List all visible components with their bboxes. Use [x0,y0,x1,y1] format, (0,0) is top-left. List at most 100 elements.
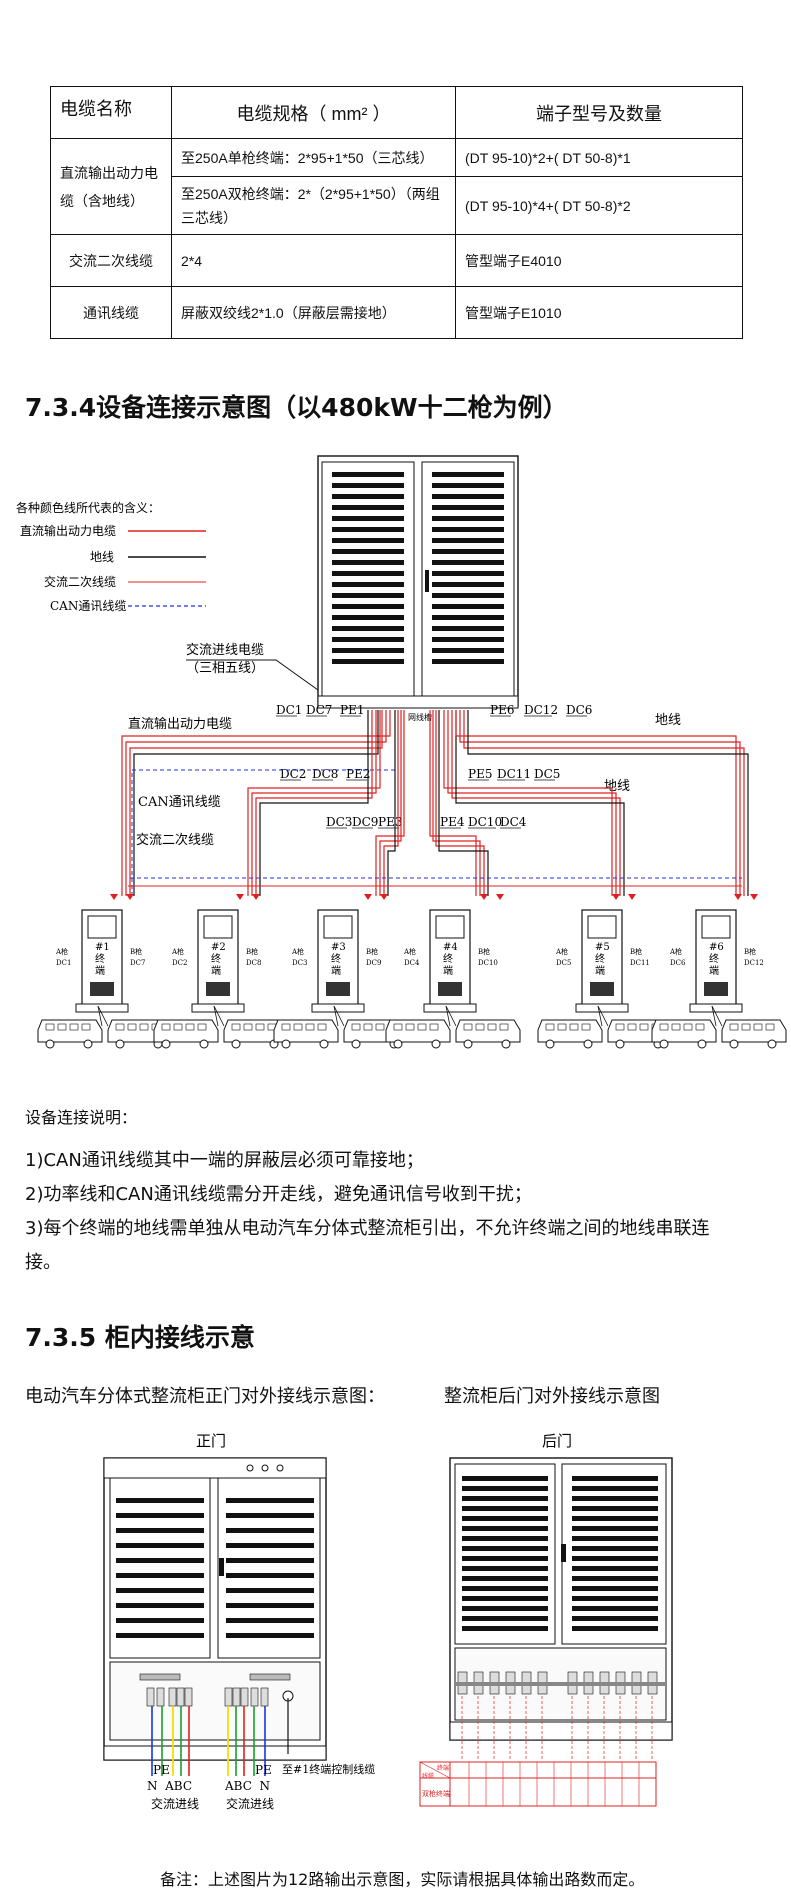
front-wires-left-letters: N ABC [147,1779,192,1793]
terminal-name: 端 [709,964,719,977]
bus-wheel [431,1039,441,1049]
drop-arrow [612,894,620,900]
bus-outline [455,1019,521,1043]
gun-label-a: A枪 [291,947,304,956]
bus-wheel [583,1039,593,1049]
vent-slot [432,538,504,543]
terminal-screen [87,915,117,939]
gun-label-a: DC1 [56,959,71,967]
dc-cable-t1 [121,710,391,896]
bus-window [581,1023,591,1031]
cabinet-wiring-diagrams: 正门 PE N ABC PE ABC N 交流进线 交流进线 至#1终端控制线缆… [103,1432,673,1811]
front-wires [151,1698,289,1776]
terminal-keypad [326,982,350,996]
busbar [249,1673,291,1681]
header-terminal: 端子型号及数量 [455,86,743,139]
back-cabinet [449,1457,673,1760]
terminal-name: #5 [595,942,610,953]
vent-slot [432,549,504,554]
gun-label-b: DC12 [744,959,764,967]
dc-cable-t3 [379,710,402,896]
bus-wheel [767,1039,777,1049]
vent-slot [462,1606,548,1611]
terminal-block [176,1687,185,1707]
bus-window [765,1023,775,1031]
gun-label-a: DC6 [670,959,686,967]
terminal-screen [435,915,465,939]
terminal-name: 终 [595,952,605,965]
vent-slot [226,1618,314,1623]
vent-slot [462,1566,548,1571]
terminal-screen [701,915,731,939]
vent-slot [572,1536,658,1541]
vent-slot [572,1516,658,1521]
terminal-block [168,1687,177,1707]
cell-terminal: (DT 95-10)*4+( DT 50-8)*2 [455,176,743,235]
caption-front: 电动汽车分体式整流柜正门对外接线示意图： [25,1386,385,1407]
bus-wheel [231,1039,241,1049]
vent-slot [226,1528,314,1533]
vent-slot [462,1596,548,1601]
connection-note-3: 3)每个终端的地线需单独从电动汽车分体式整流柜引出，不允许终端之间的地线串联连 [25,1218,710,1239]
vent-slot [332,593,404,598]
table-row: 交流二次线缆 2*4 管型端子E4010 [50,234,743,287]
cable-tag-pe6: PE6 [490,703,514,717]
electric-bus [537,1005,603,1049]
vent-slot [432,483,504,488]
terminal-screen [323,915,353,939]
cable-tag-dc10: DC10 [468,815,502,829]
vent-slot [462,1576,548,1581]
back-table-header-1: 终端 [437,1764,449,1772]
bus-window [293,1023,303,1031]
dc-cable-t4 [435,710,485,896]
electric-bus [273,1005,339,1049]
charging-gun-cable [213,1005,225,1027]
electric-bus [213,1005,289,1049]
dc-cable-t3 [375,710,405,896]
vent-slot [226,1603,314,1608]
cell-spec: 屏蔽双绞线2*1.0（屏蔽层需接地） [171,286,456,339]
cable-tag-dc9: DC9 [352,815,378,829]
vent-slot [332,472,404,477]
bus-wheel [115,1039,125,1049]
cable-tag-pe3: PE3 [378,815,402,829]
electric-bus [711,1005,787,1049]
cable-tag-pe5: PE5 [468,767,492,781]
vent-slot [432,604,504,609]
vent-slot [116,1528,204,1533]
bus-window [45,1023,55,1031]
vent-slot [116,1588,204,1593]
vent-slot [432,472,504,477]
vent-slot [432,571,504,576]
gun-label-b: DC11 [630,959,650,967]
drop-arrow [252,894,260,900]
cable-tag-dc6: DC6 [566,703,592,717]
terminal-name: 端 [95,964,105,977]
bus-window [627,1023,637,1031]
terminal-block [260,1687,269,1707]
cable-spec-table: 电缆名称 电缆规格（ mm² ） 端子型号及数量 直流输出动力电缆（含地线） 至… [50,86,743,339]
vent-slot [116,1558,204,1563]
vent-slot [462,1616,548,1621]
bus-outline [721,1019,787,1043]
electric-bus [651,1005,717,1049]
terminal-screen [587,915,617,939]
bus-window [231,1023,241,1031]
dc-cable-t2 [259,710,369,896]
ac-in-label-2: 交流进线 [226,1796,274,1811]
cable-tag-dc12: DC12 [524,703,558,717]
charging-gun-cable [97,1005,109,1027]
bus-window [317,1023,327,1031]
ac-in-sublabel: （三相五线） [186,661,264,676]
dc-cable-t1 [133,710,379,896]
vent-slot [572,1496,658,1501]
bus-window [753,1023,763,1031]
charging-gun-cable [597,1005,603,1027]
charging-gun-cable [711,1005,723,1027]
terminal-base [191,1003,245,1013]
ac-in-label: 交流进线电缆 [186,642,264,658]
vent-slot [116,1573,204,1578]
gun-label-a: A枪 [669,947,682,956]
